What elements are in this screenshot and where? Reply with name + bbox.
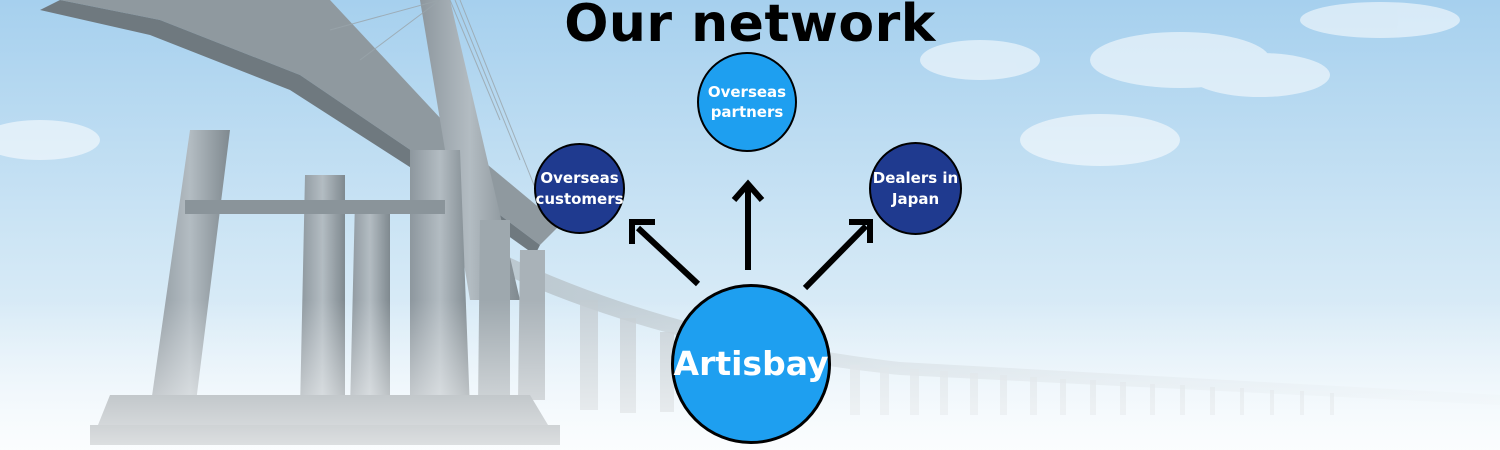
arrow-to-customers	[629, 219, 701, 287]
node-overseas-customers: Overseas customers	[534, 143, 625, 234]
node-artisbay-label: Artisbay	[673, 343, 829, 383]
node-dealers-in-japan: Dealers in Japan	[869, 142, 962, 235]
arrow-to-dealers	[802, 219, 873, 291]
node-overseas-partners-label: Overseas partners	[707, 82, 787, 121]
arrow-to-partners	[731, 179, 765, 270]
node-artisbay: Artisbay	[671, 284, 831, 444]
node-dealers-in-japan-label: Dealers in Japan	[872, 169, 959, 208]
node-overseas-customers-label: Overseas customers	[535, 169, 624, 208]
node-overseas-partners: Overseas partners	[697, 52, 797, 152]
page-title: Our network	[564, 0, 936, 54]
